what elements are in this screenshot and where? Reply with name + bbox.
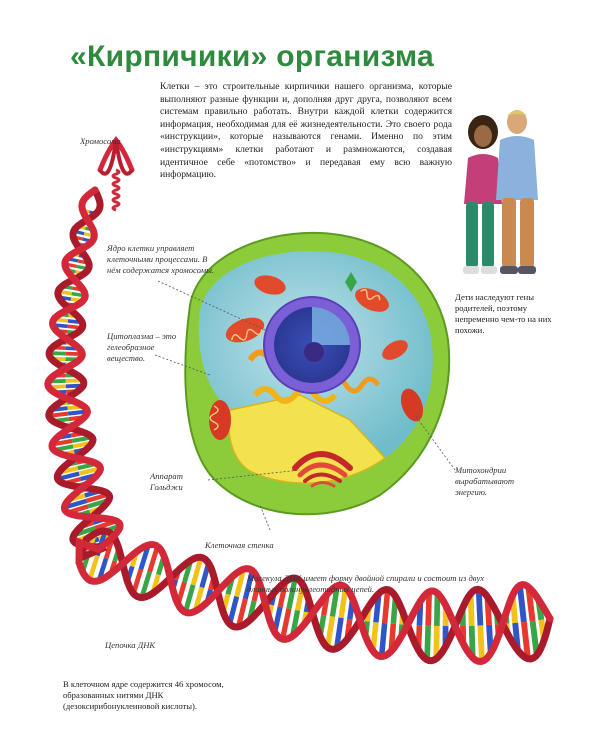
label-parents: Дети наследуют гены родителей, поэтому н… <box>455 292 552 335</box>
dna-strand-front <box>44 186 554 666</box>
dna-base-pair <box>324 616 336 648</box>
dna-base-pair <box>433 625 440 659</box>
dna-helix <box>44 186 554 666</box>
cell-illustration <box>184 231 451 516</box>
label-bottom-note: В клеточном ядре содержится 46 хромосом,… <box>63 679 224 711</box>
intro-paragraph: Клетки – это строительные кирпичики наше… <box>160 81 452 181</box>
dna-base-pair <box>182 584 196 613</box>
dna-base-pair <box>381 589 391 624</box>
parents-illustration <box>463 110 538 274</box>
label-dna-chain: Цепочка ДНК <box>105 640 156 650</box>
dna-base-pair <box>434 593 441 627</box>
label-cytoplasm: Цитоплазма – это гелеобразное вещество. <box>107 331 177 363</box>
dna-base-pair <box>235 598 248 628</box>
dna-base-pair <box>190 556 204 586</box>
label-nucleus: Ядро клетки управляет клеточными процесс… <box>107 243 215 275</box>
dna-base-pair <box>477 625 485 662</box>
label-dna-molecule: Молекула ДНК имеет форму двойной спирали… <box>247 573 485 594</box>
dna-base-pair <box>242 570 255 600</box>
dna-base-pair <box>516 585 527 623</box>
dna-base-pair <box>234 568 247 598</box>
nucleolus <box>304 342 324 362</box>
page-title: «Кирпичики» организма <box>70 40 434 73</box>
dna-base-pair <box>338 586 349 619</box>
label-golgi: Аппарат Гольджи <box>150 471 183 492</box>
label-cell-wall: Клеточная стенка <box>205 540 274 550</box>
dna-base-pair <box>286 577 298 610</box>
dna-base-pair <box>139 571 152 599</box>
dna-base-pair <box>87 554 100 581</box>
dna-base-pair <box>147 545 160 573</box>
dna-base-pair <box>520 621 531 659</box>
dna-base-pair <box>333 617 344 649</box>
dna-base-pair <box>329 585 340 617</box>
dna-base-pair <box>424 625 431 660</box>
golgi-apparatus <box>292 451 353 488</box>
dna-base-pair <box>280 608 292 640</box>
label-chromosome: Хромосома <box>80 136 121 146</box>
chromosome-icon <box>97 135 135 212</box>
leader-lines <box>154 280 456 531</box>
dna-base-pair <box>425 591 433 626</box>
dna-base-pair <box>529 620 540 656</box>
label-mitochondria: Митохондрии вырабатывают энергию. <box>455 465 515 497</box>
mitochondria <box>209 275 424 440</box>
dna-base-pair <box>227 595 240 625</box>
centriole <box>345 272 357 292</box>
dna-base-pair <box>475 589 484 626</box>
dna-base-pair <box>378 622 388 657</box>
